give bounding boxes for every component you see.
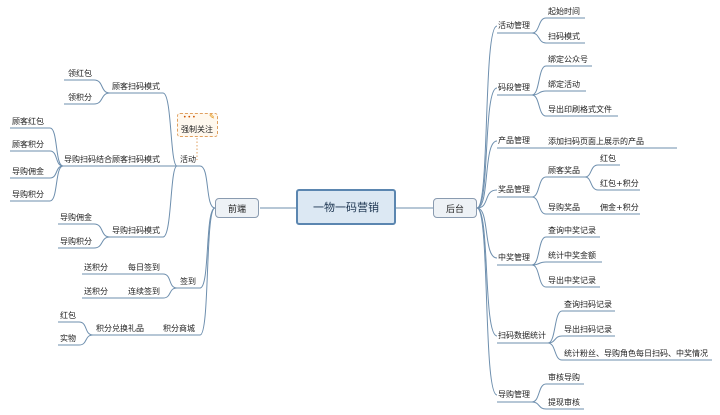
pin-icon: ✎ [209, 113, 215, 121]
node-customer-prize[interactable]: 顾客奖品 [548, 166, 580, 175]
node-bind-activity[interactable]: 绑定活动 [548, 80, 580, 89]
note-text: 强制关注 [181, 125, 213, 134]
node-code-mgmt[interactable]: 码段管理 [498, 83, 530, 92]
node-get-red-packet[interactable]: 领红包 [68, 69, 92, 78]
node-customer-scan-mode[interactable]: 顾客扫码模式 [112, 82, 160, 91]
node-query-wins[interactable]: 查询中奖记录 [548, 226, 596, 235]
root-node[interactable]: 一物一码营销 [296, 189, 396, 225]
node-export-scans[interactable]: 导出扫码记录 [564, 325, 612, 334]
node-export-wins[interactable]: 导出中奖记录 [548, 276, 596, 285]
node-win-mgmt[interactable]: 中奖管理 [498, 253, 530, 262]
node-prize-red-packet-points[interactable]: 红包+积分 [600, 179, 639, 188]
node-exchange-physical[interactable]: 实物 [60, 334, 76, 343]
node-start-time[interactable]: 起始时间 [548, 7, 580, 16]
node-points-exchange[interactable]: 积分兑换礼品 [96, 324, 144, 333]
backend-node[interactable]: 后台 [433, 198, 477, 218]
node-guide-mgmt[interactable]: 导购管理 [498, 390, 530, 399]
node-guide-scan-mode[interactable]: 导购扫码模式 [112, 226, 160, 235]
node-fan-guide-stats[interactable]: 统计粉丝、导购角色每日扫码、中奖情况 [564, 349, 708, 358]
node-streak-signin[interactable]: 连续签到 [128, 287, 160, 296]
node-query-scans[interactable]: 查询扫码记录 [564, 300, 612, 309]
node-product-mgmt[interactable]: 产品管理 [498, 136, 530, 145]
node-review-guides[interactable]: 审核导购 [548, 373, 580, 382]
node-guide-commission[interactable]: 导购佣金 [12, 167, 44, 176]
node-customer-points[interactable]: 顾客积分 [12, 140, 44, 149]
node-guide-mode-commission[interactable]: 导购佣金 [60, 213, 92, 222]
forced-follow-note: ••• ✎ 强制关注 [177, 113, 218, 137]
node-withdraw-review[interactable]: 提现审核 [548, 398, 580, 407]
note-dots: ••• [183, 114, 197, 121]
node-prize-red-packet[interactable]: 红包 [600, 154, 616, 163]
node-guide-mode-points[interactable]: 导购积分 [60, 237, 92, 246]
node-signin[interactable]: 签到 [180, 277, 196, 286]
node-daily-signin[interactable]: 每日签到 [128, 263, 160, 272]
node-activity[interactable]: 活动 [180, 155, 196, 164]
node-guide-points[interactable]: 导购积分 [12, 190, 44, 199]
node-points-mall[interactable]: 积分商城 [163, 324, 195, 333]
node-prize-mgmt[interactable]: 奖品管理 [498, 185, 530, 194]
node-get-points[interactable]: 领积分 [68, 93, 92, 102]
node-export-print-file[interactable]: 导出印刷格式文件 [548, 105, 612, 114]
node-streak-send-points[interactable]: 送积分 [84, 287, 108, 296]
node-activity-mgmt[interactable]: 活动管理 [498, 21, 530, 30]
node-daily-send-points[interactable]: 送积分 [84, 263, 108, 272]
node-guide-prize[interactable]: 导购奖品 [548, 203, 580, 212]
node-bind-official-account[interactable]: 绑定公众号 [548, 55, 588, 64]
node-scan-stats[interactable]: 扫码数据统计 [498, 331, 546, 340]
node-commission-points[interactable]: 佣金+积分 [600, 203, 639, 212]
node-win-amount-stats[interactable]: 统计中奖金额 [548, 251, 596, 260]
frontend-node[interactable]: 前端 [215, 198, 259, 218]
node-exchange-red-packet[interactable]: 红包 [60, 311, 76, 320]
node-scan-mode[interactable]: 扫码模式 [548, 32, 580, 41]
node-customer-red-packet[interactable]: 顾客红包 [12, 117, 44, 126]
node-add-product[interactable]: 添加扫码页面上展示的产品 [548, 137, 644, 146]
node-combined-scan-mode[interactable]: 导购扫码结合顾客扫码模式 [64, 155, 160, 164]
